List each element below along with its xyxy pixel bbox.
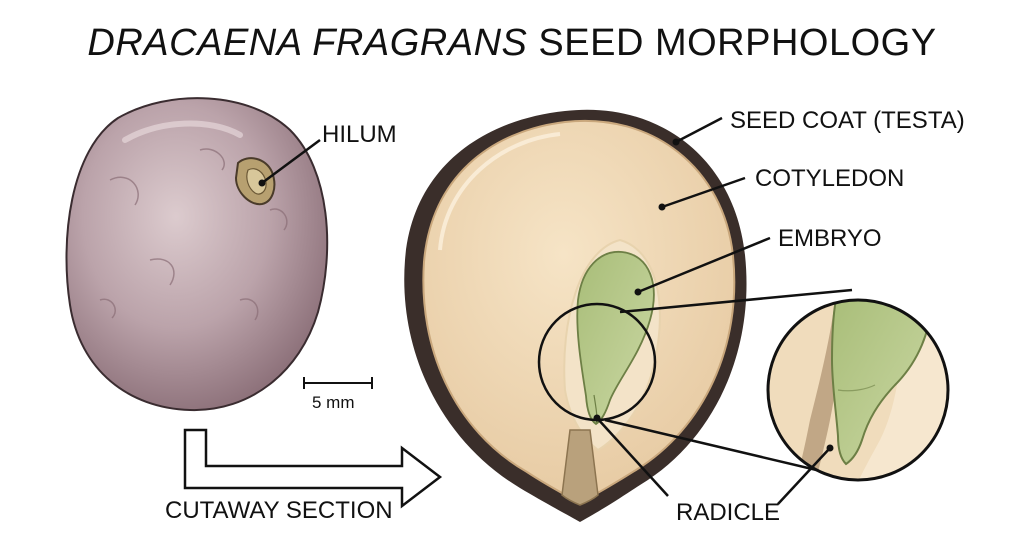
zoom-embryo bbox=[830, 300, 932, 466]
zoom-connector-bottom bbox=[604, 418, 826, 474]
radicle-label: RADICLE bbox=[676, 499, 780, 526]
hilum-leader bbox=[261, 138, 321, 185]
seed-coat-leader bbox=[675, 116, 723, 144]
scale-bar: 5 mm bbox=[303, 377, 373, 412]
embryo-label: EMBRYO bbox=[778, 225, 882, 252]
hilum-label: HILUM bbox=[322, 121, 397, 148]
scale-bar-text: 5 mm bbox=[312, 393, 355, 412]
embryo-leader bbox=[637, 236, 771, 294]
seed-coat-label: SEED COAT (TESTA) bbox=[730, 107, 965, 134]
micropyle-channel bbox=[561, 429, 599, 506]
cutaway-arrow bbox=[183, 428, 443, 509]
zoom-connector-top bbox=[619, 288, 853, 314]
cotyledon-leader bbox=[661, 176, 746, 209]
whole-seed-body bbox=[65, 97, 329, 412]
whole-seed bbox=[65, 97, 329, 412]
diagram-title: DRACAENA FRAGRANS SEED MORPHOLOGY bbox=[0, 22, 1024, 65]
title-rest: SEED MORPHOLOGY bbox=[538, 22, 937, 64]
radicle-leader-section bbox=[596, 417, 669, 497]
zoom-inset bbox=[766, 298, 950, 482]
cross-section bbox=[404, 109, 747, 522]
cutaway-label: CUTAWAY SECTION bbox=[165, 497, 393, 524]
cotyledon-label: COTYLEDON bbox=[755, 165, 904, 192]
radicle-leader-zoom bbox=[777, 447, 831, 505]
title-species: DRACAENA FRAGRANS bbox=[87, 22, 528, 64]
